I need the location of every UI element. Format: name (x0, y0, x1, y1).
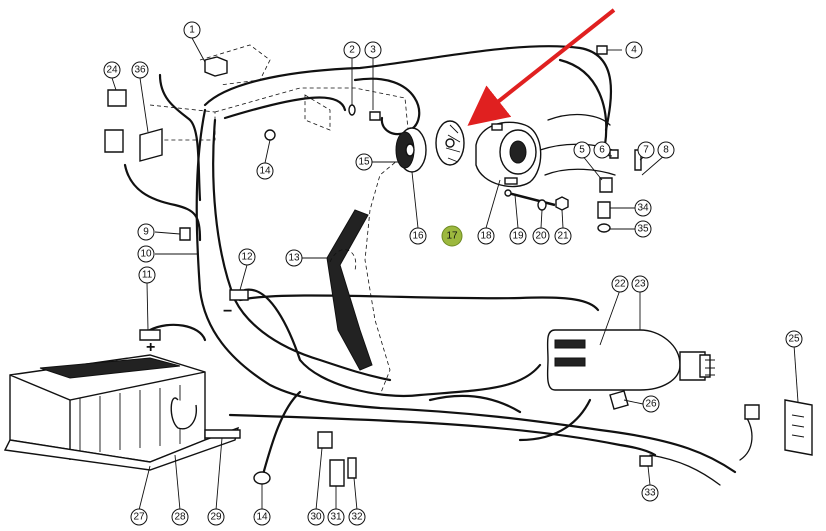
svg-text:3: 3 (370, 45, 376, 56)
svg-text:13: 13 (288, 253, 300, 264)
alternator-fan (435, 120, 465, 166)
callout-25: 25 (785, 330, 803, 348)
callout-13: 13 (285, 249, 303, 267)
callout-35: 35 (634, 220, 652, 238)
callout-8: 8 (657, 141, 675, 159)
callout-31: 31 (327, 508, 345, 526)
svg-text:25: 25 (788, 334, 800, 345)
battery (3, 354, 239, 471)
svg-text:30: 30 (310, 512, 322, 523)
svg-text:36: 36 (134, 65, 146, 76)
svg-text:12: 12 (241, 252, 253, 263)
callout-16: 16 (409, 227, 427, 245)
callout-4: 4 (625, 41, 643, 59)
svg-text:1: 1 (189, 25, 195, 36)
svg-text:35: 35 (637, 224, 649, 235)
callout-18: 18 (477, 227, 495, 245)
svg-text:26: 26 (645, 399, 657, 410)
callout-28: 28 (171, 508, 189, 526)
svg-text:34: 34 (637, 203, 649, 214)
small-parts (104, 45, 813, 487)
callout-33: 33 (641, 484, 659, 502)
callout-22: 22 (611, 275, 629, 293)
svg-text:2: 2 (349, 45, 355, 56)
svg-text:4: 4 (631, 45, 637, 56)
callout-2: 2 (343, 41, 361, 59)
svg-text:22: 22 (614, 279, 626, 290)
svg-text:11: 11 (142, 270, 153, 281)
svg-text:21: 21 (557, 231, 569, 242)
callout-15: 15 (355, 153, 373, 171)
svg-text:14: 14 (259, 166, 271, 177)
callout-27: 27 (130, 508, 148, 526)
svg-text:20: 20 (535, 231, 547, 242)
callout-7: 7 (637, 141, 655, 159)
alternator (475, 121, 542, 188)
alternator-pulley (395, 127, 427, 173)
callout-20: 20 (532, 227, 550, 245)
callout-10: 10 (137, 245, 155, 263)
svg-text:15: 15 (358, 157, 370, 168)
callout-9: 9 (137, 223, 155, 241)
svg-text:9: 9 (143, 227, 149, 238)
svg-text:28: 28 (174, 512, 186, 523)
callout-3: 3 (364, 41, 382, 59)
svg-text:29: 29 (210, 512, 222, 523)
svg-text:17: 17 (446, 231, 458, 242)
callout-26: 26 (642, 395, 660, 413)
callout-29: 29 (207, 508, 225, 526)
leader-lines (111, 37, 799, 511)
svg-text:18: 18 (480, 231, 492, 242)
svg-text:31: 31 (330, 512, 342, 523)
callout-32: 32 (348, 508, 366, 526)
callout-30: 30 (307, 508, 325, 526)
svg-text:16: 16 (412, 231, 424, 242)
svg-text:24: 24 (106, 65, 118, 76)
callout-12: 12 (238, 248, 256, 266)
battery-bracket (204, 429, 241, 439)
callout-17-highlighted: 17 (441, 225, 463, 247)
svg-text:23: 23 (634, 279, 646, 290)
callout-21: 21 (554, 227, 572, 245)
svg-text:14: 14 (256, 512, 268, 523)
red-pointer-arrow (467, 8, 616, 126)
wiring-harness (123, 45, 753, 486)
callout-5: 5 (573, 141, 591, 159)
v-belt (326, 209, 373, 371)
svg-text:10: 10 (140, 249, 152, 260)
callout-6: 6 (593, 141, 611, 159)
callout-23: 23 (631, 275, 649, 293)
callout-14-upper: 14 (256, 162, 274, 180)
negative-terminal-mark: − (223, 303, 232, 320)
callout-36: 36 (131, 61, 149, 79)
starter-motor (546, 329, 715, 391)
callout-24: 24 (103, 61, 121, 79)
svg-text:19: 19 (512, 231, 524, 242)
positive-terminal-mark: + (146, 339, 155, 356)
callouts: 1 2 3 4 5 6 7 8 9 10 11 12 13 14 14 15 1… (103, 21, 803, 526)
svg-text:6: 6 (599, 145, 605, 156)
callout-19: 19 (509, 227, 527, 245)
callout-1: 1 (183, 21, 201, 39)
svg-text:27: 27 (133, 512, 145, 523)
svg-text:5: 5 (579, 145, 585, 156)
callout-34: 34 (634, 199, 652, 217)
svg-text:8: 8 (663, 145, 669, 156)
callout-14-lower: 14 (253, 508, 271, 526)
svg-text:7: 7 (643, 145, 649, 156)
mounting-hardware (504, 189, 569, 211)
svg-text:32: 32 (351, 512, 363, 523)
callout-11: 11 (138, 266, 156, 284)
svg-text:33: 33 (644, 488, 656, 499)
